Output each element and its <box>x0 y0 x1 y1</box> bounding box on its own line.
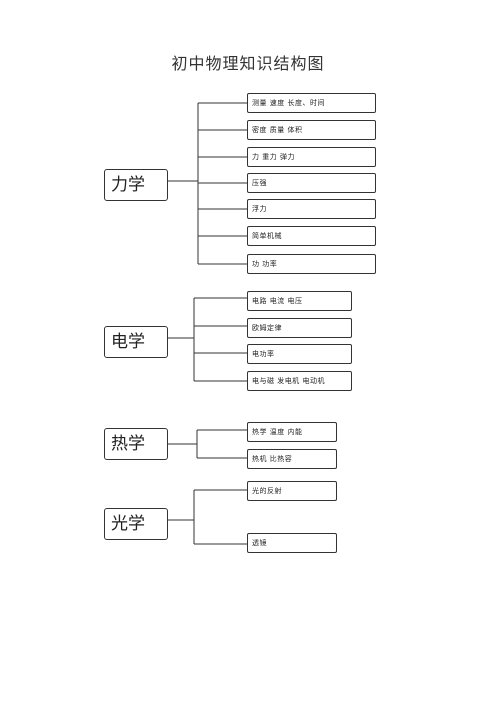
topic-box-heat-2: 热机 比热容 <box>247 449 337 469</box>
topic-box-electricity-4: 电与磁 发电机 电动机 <box>247 371 352 391</box>
topic-box-optics-2: 透镜 <box>247 533 337 553</box>
topic-box-mechanics-3: 力 重力 弹力 <box>247 147 376 167</box>
topic-box-heat-1: 热学 温度 内能 <box>247 422 337 442</box>
category-heat: 热学 <box>104 428 168 460</box>
page-title: 初中物理知识结构图 <box>171 54 325 73</box>
category-mechanics: 力学 <box>104 169 168 201</box>
category-optics: 光学 <box>104 508 168 540</box>
topic-box-electricity-1: 电路 电流 电压 <box>247 291 352 311</box>
topic-box-mechanics-1: 测量 速度 长度、时间 <box>247 93 376 113</box>
topic-box-electricity-2: 欧姆定律 <box>247 318 352 338</box>
topic-box-mechanics-5: 浮力 <box>247 199 376 219</box>
topic-box-mechanics-6: 简单机械 <box>247 226 376 246</box>
topic-box-electricity-3: 电功率 <box>247 344 352 364</box>
topic-box-mechanics-2: 密度 质量 体积 <box>247 120 376 140</box>
category-electricity: 电学 <box>104 326 168 358</box>
topic-box-mechanics-4: 压强 <box>247 173 376 193</box>
topic-box-mechanics-7: 功 功率 <box>247 254 376 274</box>
topic-box-optics-1: 光的反射 <box>247 481 337 501</box>
